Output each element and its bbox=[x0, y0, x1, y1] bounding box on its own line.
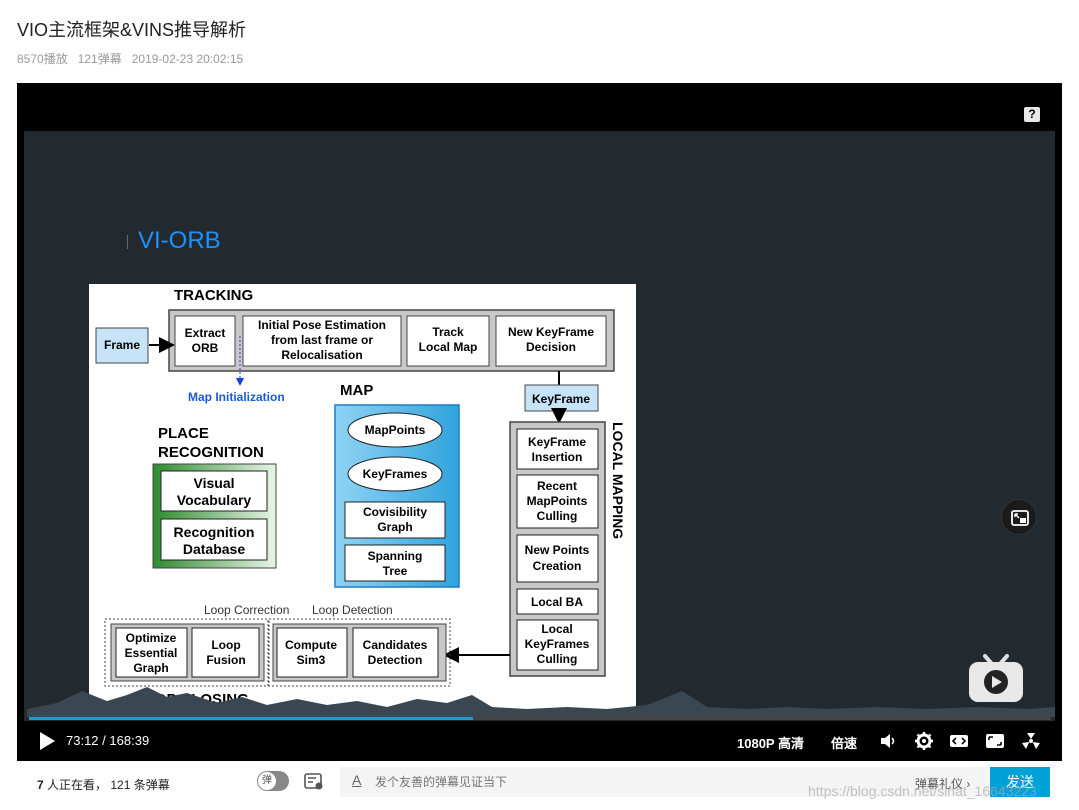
fusion-line1: Loop bbox=[211, 638, 240, 652]
radiation-icon[interactable] bbox=[1021, 731, 1041, 751]
sim3-line2: Sim3 bbox=[297, 653, 326, 667]
spanning-line2: Tree bbox=[383, 564, 408, 578]
fullscreen-icon[interactable] bbox=[985, 731, 1005, 751]
local-ba-box: Local BA bbox=[531, 595, 583, 609]
watermark-text: https://blog.csdn.net/sinat_16643223 bbox=[808, 783, 1037, 799]
keyframe-box: KeyFrame bbox=[532, 392, 590, 406]
volume-icon[interactable] bbox=[878, 731, 898, 751]
video-player[interactable]: ? VI-ORB TRA bbox=[17, 83, 1062, 761]
frame-box: Frame bbox=[104, 338, 140, 352]
new-kf-line2: Decision bbox=[526, 340, 576, 354]
orb-slam-diagram: TRACKING Frame Extract ORB Initial Pose … bbox=[89, 284, 636, 709]
danmaku-bar: 7 人正在看， 121 条弹幕 弹 A 弹幕礼仪 › 发送 bbox=[17, 763, 1062, 803]
danmaku-input[interactable] bbox=[375, 767, 875, 797]
video-title: VIO主流框架&VINS推导解析 bbox=[17, 20, 247, 40]
opt-line3: Graph bbox=[133, 661, 168, 675]
local-mapping-label: LOCAL MAPPING bbox=[610, 422, 626, 539]
tracking-label: TRACKING bbox=[174, 287, 253, 304]
place-label-line2: RECOGNITION bbox=[158, 444, 264, 461]
init-pose-line1: Initial Pose Estimation bbox=[258, 318, 386, 332]
danmaku-toggle-knob: 弹 bbox=[258, 772, 276, 790]
new-kf-line1: New KeyFrame bbox=[508, 325, 594, 339]
track-map-line2: Local Map bbox=[419, 340, 478, 354]
newpts-line1: New Points bbox=[525, 543, 590, 557]
spanning-line1: Spanning bbox=[368, 549, 423, 563]
init-pose-line3: Relocalisation bbox=[281, 348, 362, 362]
kf-insert-line1: KeyFrame bbox=[528, 435, 586, 449]
cand-line2: Detection bbox=[368, 653, 423, 667]
extract-orb-line1: Extract bbox=[185, 326, 226, 340]
cand-line1: Candidates bbox=[363, 638, 428, 652]
place-label-line1: PLACE bbox=[158, 425, 209, 442]
danmaku-etiquette-link[interactable]: 弹幕礼仪 › bbox=[915, 777, 971, 791]
visual-line2: Vocabulary bbox=[177, 492, 252, 508]
danmaku-settings-icon[interactable] bbox=[304, 773, 324, 791]
fusion-line2: Fusion bbox=[206, 653, 245, 667]
speed-button[interactable]: 倍速 bbox=[831, 736, 858, 751]
video-frame: VI-ORB TRACKING bbox=[24, 131, 1055, 721]
lkf-line1: Local bbox=[541, 622, 572, 636]
opt-line2: Essential bbox=[125, 646, 178, 660]
kf-insert-line2: Insertion bbox=[532, 450, 583, 464]
bilibili-tv-icon[interactable] bbox=[967, 648, 1025, 706]
recog-line2: Database bbox=[183, 541, 245, 557]
recent-line3: Culling bbox=[537, 509, 578, 523]
video-meta: 8570播放 121弹幕 2019-02-23 20:02:15 bbox=[17, 50, 253, 67]
watching-status: 7 人正在看， 121 条弹幕 bbox=[37, 778, 170, 792]
sim3-line1: Compute bbox=[285, 638, 337, 652]
publish-date: 2019-02-23 20:02:15 bbox=[131, 52, 244, 66]
progress-fill bbox=[29, 717, 473, 720]
picture-in-picture-icon[interactable] bbox=[1001, 499, 1037, 535]
loop-correction-label: Loop Correction bbox=[204, 603, 289, 617]
mappoints-node: MapPoints bbox=[365, 423, 426, 437]
map-init-label: Map Initialization bbox=[188, 390, 285, 404]
covis-line1: Covisibility bbox=[363, 505, 427, 519]
recog-line1: Recognition bbox=[174, 524, 255, 540]
extract-orb-line2: ORB bbox=[192, 341, 219, 355]
time-display: 73:12 / 168:39 bbox=[66, 733, 150, 748]
control-bar: 73:12 / 168:39 1080P 高清 倍速 bbox=[17, 725, 1062, 757]
recent-line1: Recent bbox=[537, 479, 577, 493]
map-label: MAP bbox=[340, 382, 373, 399]
font-style-icon[interactable]: A bbox=[352, 772, 362, 788]
danmaku-count: 121弹幕 bbox=[77, 52, 122, 66]
help-icon[interactable]: ? bbox=[1024, 107, 1040, 122]
init-pose-line2: from last frame or bbox=[271, 333, 373, 347]
play-count: 8570播放 bbox=[17, 52, 68, 66]
settings-gear-icon[interactable] bbox=[914, 731, 934, 751]
covis-line2: Graph bbox=[377, 520, 412, 534]
widescreen-icon[interactable] bbox=[949, 731, 969, 751]
danmaku-input-wrap: A 弹幕礼仪 › bbox=[340, 767, 990, 797]
lkf-line3: Culling bbox=[537, 652, 578, 666]
play-icon[interactable] bbox=[38, 731, 56, 751]
track-map-line1: Track bbox=[432, 325, 464, 339]
quality-button[interactable]: 1080P 高清 bbox=[737, 736, 804, 751]
keyframes-node: KeyFrames bbox=[363, 467, 428, 481]
newpts-line2: Creation bbox=[533, 559, 582, 573]
loop-detection-label: Loop Detection bbox=[312, 603, 393, 617]
send-button[interactable]: 发送 bbox=[990, 767, 1050, 797]
danmaku-toggle[interactable]: 弹 bbox=[257, 771, 289, 791]
visual-line1: Visual bbox=[194, 475, 235, 491]
progress-bar[interactable] bbox=[29, 717, 1051, 720]
recent-line2: MapPoints bbox=[527, 494, 588, 508]
opt-line1: Optimize bbox=[126, 631, 177, 645]
lkf-line2: KeyFrames bbox=[525, 637, 590, 651]
heat-wave bbox=[27, 687, 1055, 717]
slide-title: VI-ORB bbox=[127, 227, 221, 255]
